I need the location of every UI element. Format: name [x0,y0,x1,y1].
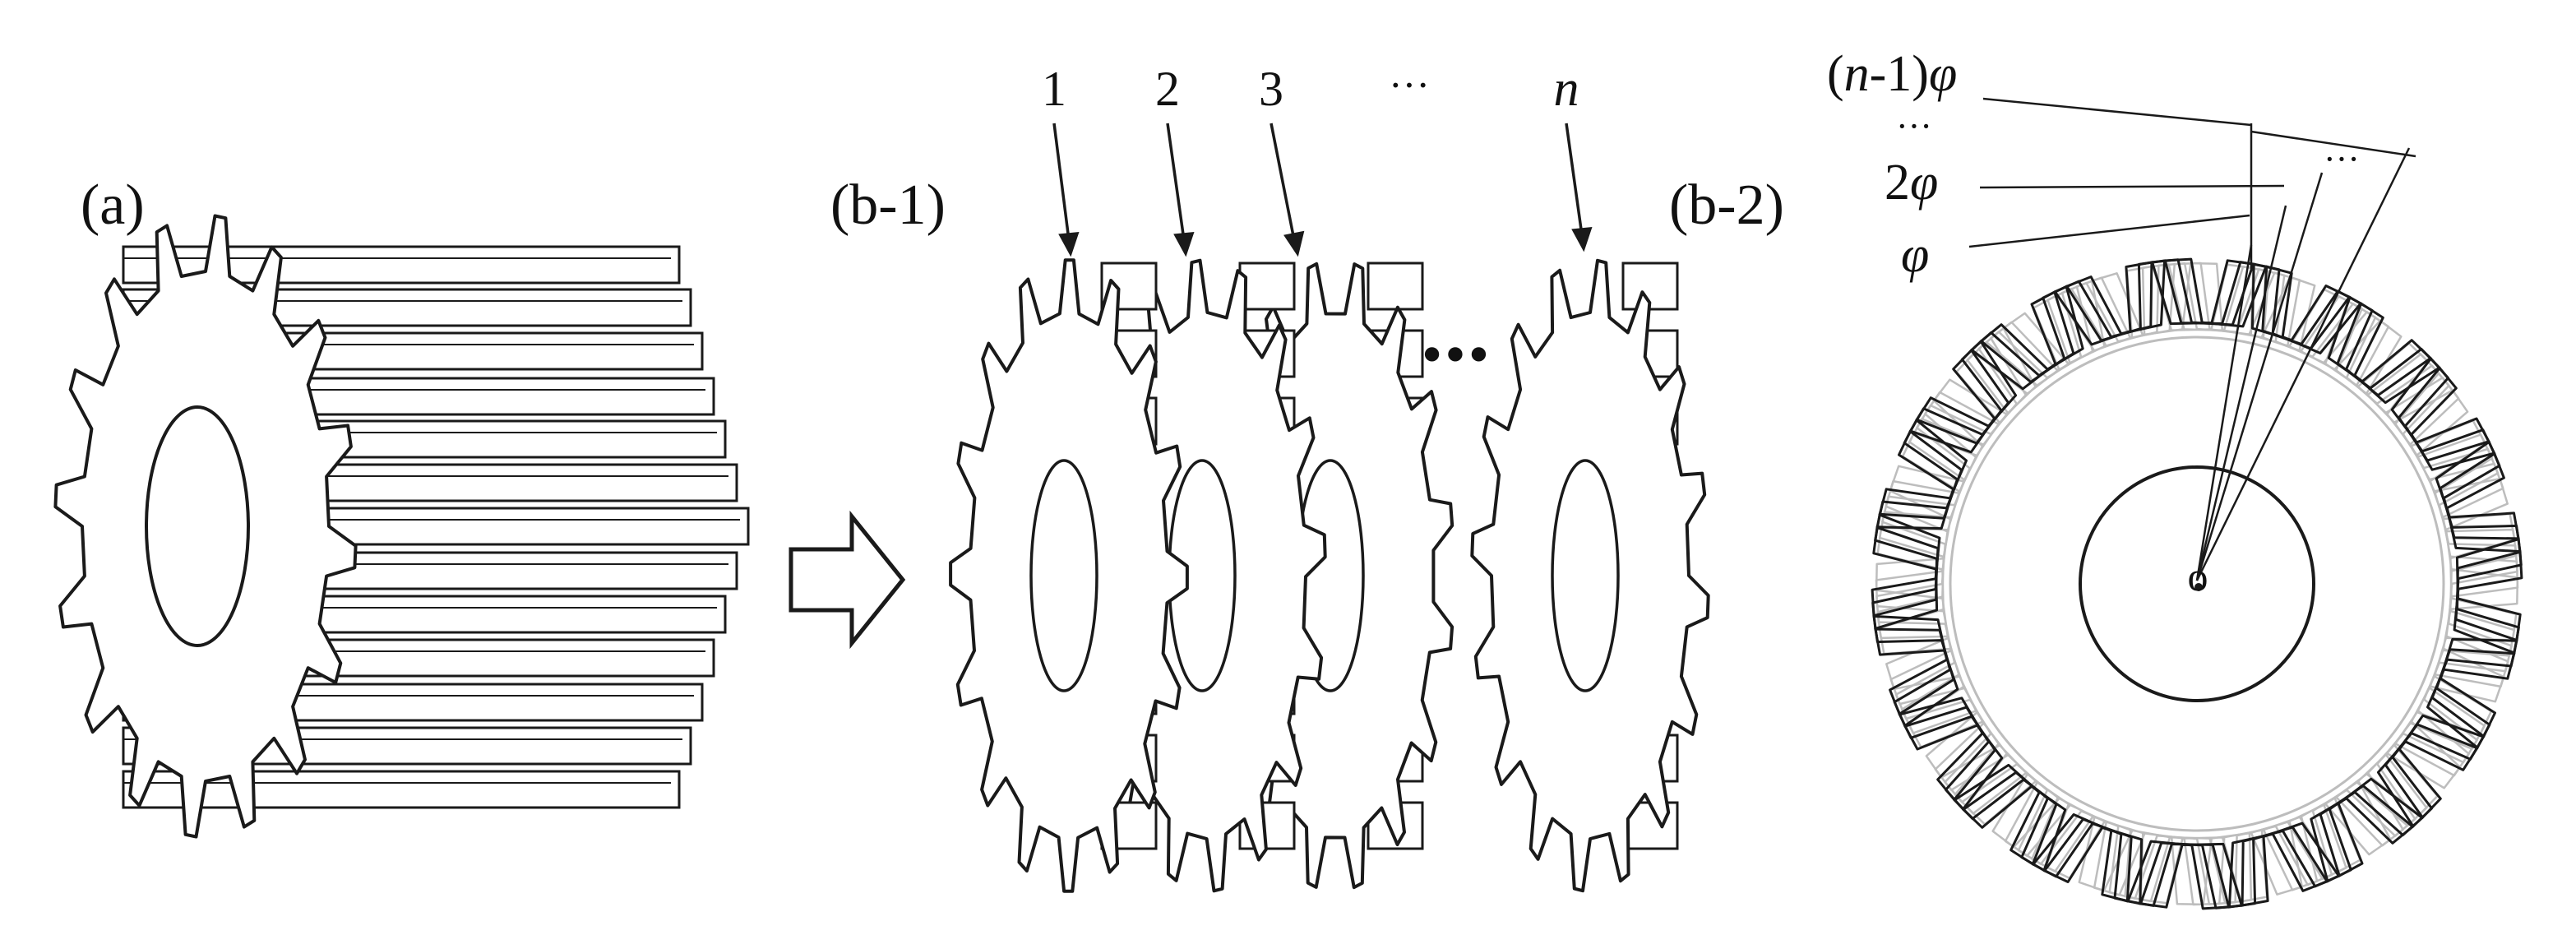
panel-b2-label: (b-2) [1669,174,1784,237]
slice-arrow-2 [1166,123,1186,241]
slice-gap-dots: ••• [1422,325,1492,383]
slice-label-3: 3 [1259,62,1283,116]
phase-span-line [2250,130,2416,158]
slice-arrow-1 [1052,123,1071,241]
panel-b1-label: (b-1) [830,174,946,237]
phase-leader-line [1982,97,2252,127]
phase-label-2phi: 2φ [1885,155,1938,211]
gear-slice [949,258,1189,893]
slice-label-n: n [1554,61,1579,117]
slice-label-2: 2 [1155,62,1180,116]
gear-a-bore [145,405,250,647]
phase-ray [2195,172,2324,581]
slice-pointer-arrows [1052,123,1593,257]
phase-label-ellipsis: ··· [1896,106,1932,146]
gear-profile-ring [1871,257,2523,910]
panel-a: (a) [53,174,750,839]
slice-arrow-n [1565,123,1584,236]
slice-label-ellipsis: ··· [1389,62,1430,108]
slice-arrow-2-head [1173,231,1195,257]
slice-arrow-n-head [1571,226,1593,252]
gear-slice [1470,258,1710,893]
phase-ray [2195,205,2287,581]
phase-ray [2195,244,2253,581]
phase-label-n-minus-1: (n-1)φ [1827,46,1957,102]
slice-label-1: 1 [1042,62,1066,116]
gear-slices [949,258,1710,893]
panel-a-label: (a) [81,174,145,237]
phase-leader-line [1979,184,2285,189]
solid-spur-gear [53,214,750,839]
panel-b2: (b-2) (n-1)φ ··· 2φ φ ··· o [1669,46,2523,910]
hollow-right-arrow-icon [789,510,906,650]
gear-center-point [2194,583,2203,591]
slice-tooth-block [1238,262,1296,311]
slice-arrow-3 [1270,123,1296,241]
slice-bore [1551,459,1620,692]
slice-bore [1029,459,1098,692]
phase-ray [2195,147,2411,581]
slice-arrow-3-head [1283,230,1305,257]
gear-root-circle [1949,336,2445,832]
phase-leader-line [1968,214,2250,248]
phase-inner-dots: ··· [2324,139,2360,179]
center-label-o: o [2188,553,2208,599]
slice-tooth-block [1367,262,1424,311]
gear-profile-ring [1875,262,2519,906]
phase-label-phi: φ [1901,227,1929,283]
panel-b1: (b-1) 1 2 3 ··· n ••• [830,61,1710,893]
phase-angle-lines [1968,97,2416,581]
overlaid-phase-shifted-gear [1871,257,2523,910]
slice-arrow-1-head [1058,231,1080,257]
